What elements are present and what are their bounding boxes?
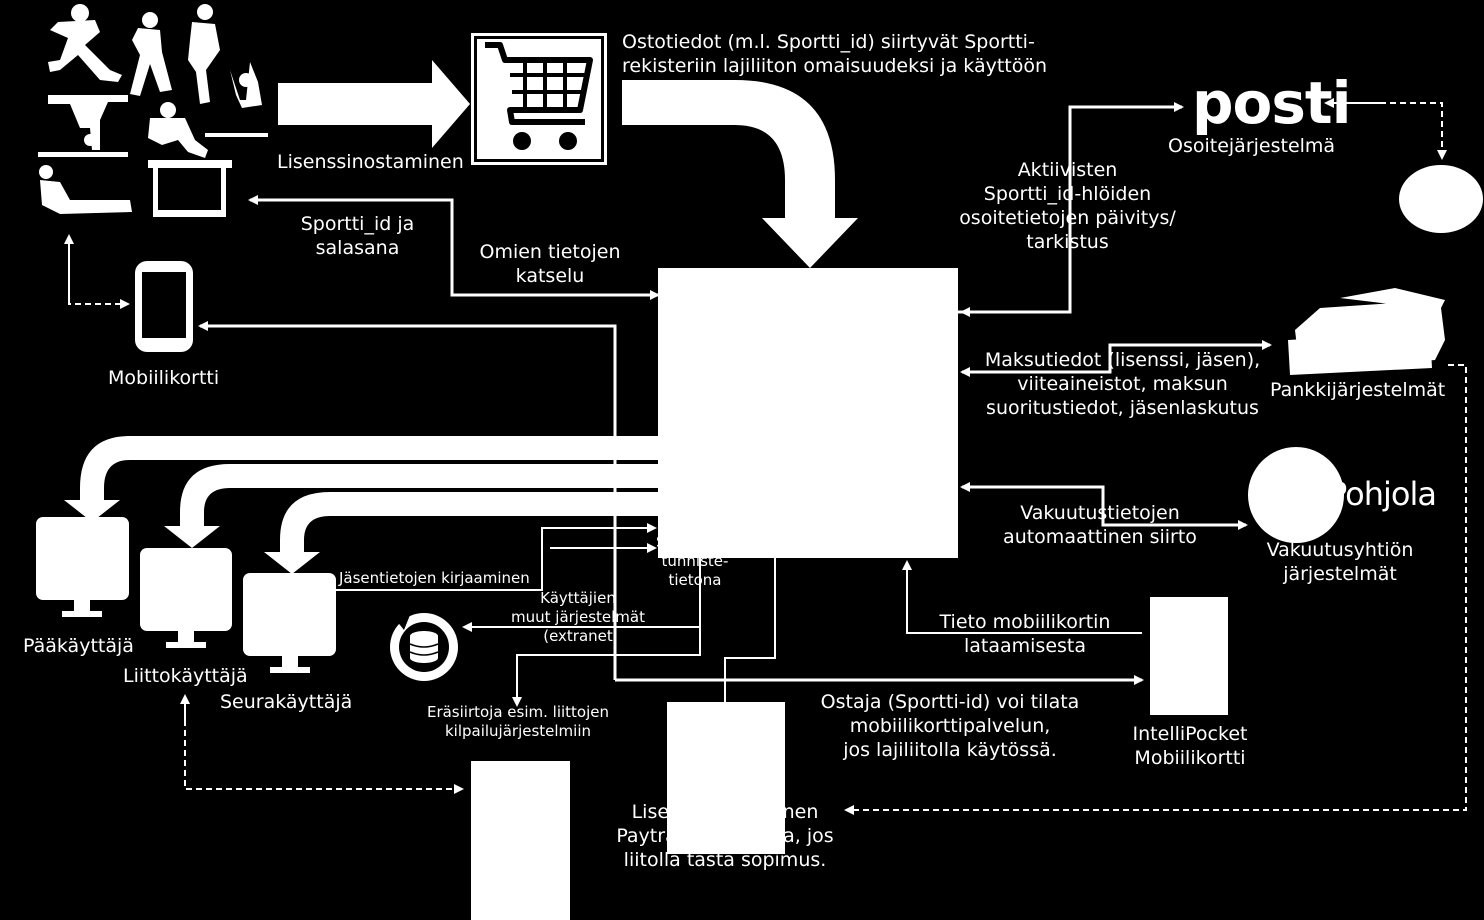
- identifier-label: S tunniste- tietona: [656, 533, 729, 589]
- pohjola-logo: [1248, 447, 1344, 543]
- sportti-id-password-label: Sportti_id ja salasana: [300, 213, 415, 259]
- paytrail-connector: [724, 540, 776, 702]
- athlete-mobile-dashed-connector: [68, 240, 130, 309]
- intellipocket-label: IntelliPocket Mobiilikortti: [1132, 723, 1248, 769]
- license-purchase-arrow: [278, 60, 470, 148]
- own-data-view-connector: [450, 252, 660, 300]
- license-purchase-label: Lisenssinostaminen: [277, 151, 464, 173]
- mobile-card-connector: [198, 321, 617, 680]
- address-update-label: Aktiivisten Sportti_id-hlöiden osoitetie…: [959, 159, 1176, 253]
- competition-systems-box: [471, 761, 570, 920]
- monitor-icon: [36, 517, 336, 673]
- insurance-systems-label: Vakuutusyhtiön järjestelmät: [1266, 539, 1414, 585]
- users-other-systems-label: Käyttäjien muut järjestelmät (extranet: [511, 589, 645, 645]
- member-entry-connector: [336, 523, 657, 591]
- posti-dashed-connector: [1330, 102, 1447, 160]
- paytrail-box-overlay: [667, 702, 785, 854]
- batch-transfers-connector: [512, 560, 701, 707]
- main-user-label: Pääkäyttäjä: [23, 635, 134, 657]
- mobile-phone-icon: [135, 261, 193, 352]
- intellipocket-box: [1150, 597, 1228, 715]
- club-user-label: Seurakäyttäjä: [220, 691, 353, 713]
- insurance-transfer-label: Vakuutustietojen automaattinen siirto: [1003, 502, 1197, 548]
- bank-paytrail-dashed-connector: [844, 364, 1467, 815]
- federation-user-arrow: [164, 464, 658, 548]
- buyer-mobile-order-label: Ostaja (Sportti-id) voi tilata mobiiliko…: [820, 691, 1080, 761]
- batch-transfers-label: Eräsiirtoja esim. liittojen kilpailujärj…: [426, 703, 610, 740]
- payment-data-label: Maksutiedot (lisenssi, jäsen), viiteaine…: [984, 349, 1261, 419]
- mobile-download-info-label: Tieto mobiilikortin lataamisesta: [939, 611, 1111, 657]
- posti-logo: posti: [1192, 69, 1351, 137]
- pohjola-logo-text: Pohjola: [1328, 475, 1437, 513]
- shopping-cart-icon: [471, 33, 607, 165]
- sportti-id-password-connector: [248, 195, 454, 255]
- bank-stack-icon: [1288, 288, 1445, 375]
- member-entry-label: Jäsentietojen kirjaaminen: [339, 569, 530, 587]
- central-register-box: [658, 268, 958, 558]
- own-data-view-label: Omien tietojen katselu: [479, 241, 621, 287]
- mobile-download-connector: [902, 560, 1142, 634]
- federation-user-label: Liittokäyttäjä: [123, 665, 248, 687]
- mobile-card-label: Mobiilikortti: [108, 367, 220, 389]
- main-user-arrow: [64, 436, 658, 522]
- club-user-arrow: [264, 492, 658, 574]
- database-sync-icon: [390, 613, 458, 681]
- purchase-data-arrow: [622, 80, 858, 268]
- federation-competition-dashed-connector: [184, 700, 464, 794]
- athletes-icon: [38, 4, 268, 217]
- bank-systems-label: Pankkijärjestelmät: [1270, 379, 1446, 401]
- address-system-label: Osoitejärjestelmä: [1168, 135, 1336, 157]
- external-system-circle: [1399, 165, 1483, 233]
- purchase-data-label: Ostotiedot (m.l. Sportti_id) siirtyvät S…: [622, 31, 1048, 77]
